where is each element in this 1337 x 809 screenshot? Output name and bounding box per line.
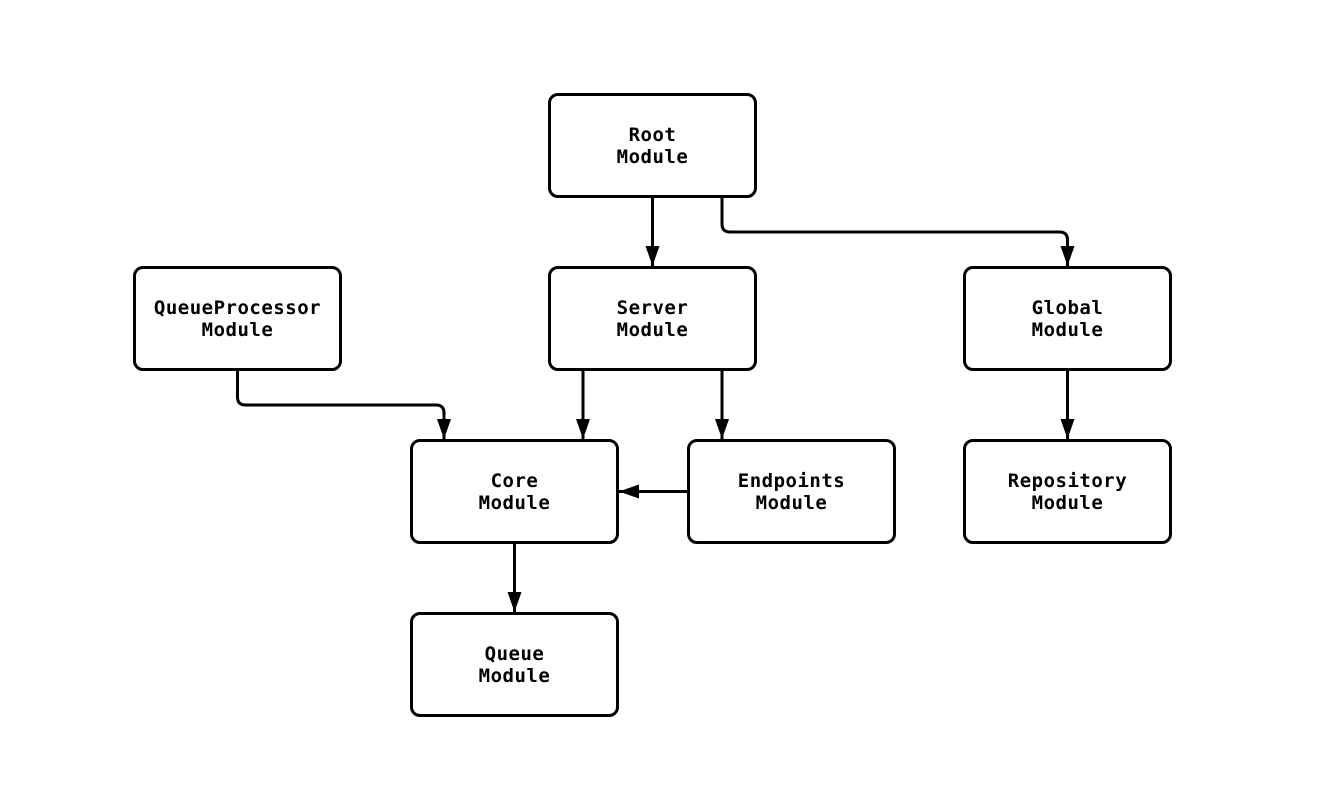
node-label: QueueProcessor Module <box>153 296 322 341</box>
node-queue-module: Queue Module <box>410 612 619 717</box>
node-queueprocessor-module: QueueProcessor Module <box>133 266 342 371</box>
node-label: Repository Module <box>1007 469 1128 514</box>
node-label: Endpoints Module <box>737 469 846 514</box>
node-global-module: Global Module <box>963 266 1172 371</box>
node-root-module: Root Module <box>548 93 757 198</box>
node-label: Queue Module <box>478 642 551 687</box>
node-server-module: Server Module <box>548 266 757 371</box>
node-label: Root Module <box>616 123 689 168</box>
node-repository-module: Repository Module <box>963 439 1172 544</box>
node-label: Core Module <box>478 469 551 514</box>
node-endpoints-module: Endpoints Module <box>687 439 896 544</box>
edge-root-to-global <box>720 198 1075 266</box>
node-label: Server Module <box>616 296 689 341</box>
edge-queueprocessor-to-core <box>236 371 451 439</box>
node-label: Global Module <box>1031 296 1104 341</box>
node-core-module: Core Module <box>410 439 619 544</box>
